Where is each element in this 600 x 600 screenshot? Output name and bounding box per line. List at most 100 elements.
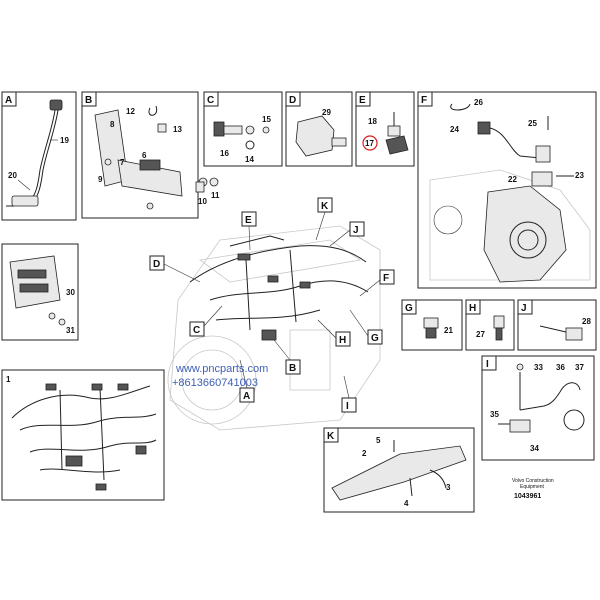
part-label-24: 24 [450,125,459,134]
callout-g[interactable]: G [349,309,383,345]
panel-i-tag: I [486,359,489,370]
callout-i[interactable]: I [341,375,357,413]
panel-k-tag: K [327,431,335,442]
callout-f[interactable]: F [359,269,395,297]
panel-h[interactable]: H 27 [465,299,515,351]
sensor-e-drawing [385,112,409,155]
valve-drawing [295,115,347,157]
part-label-26: 26 [474,98,483,107]
callout-k[interactable]: K [315,197,333,241]
part-label-28: 28 [582,317,591,326]
svg-text:E: E [245,215,252,226]
part-label-14: 14 [245,155,254,164]
panel-c-tag: C [207,95,214,106]
part-label-23: 23 [575,171,584,180]
panel-c[interactable]: C 15 16 14 [203,91,283,167]
part-label-16: 16 [220,149,229,158]
part-label-30: 30 [66,288,75,297]
panel-harness[interactable]: 1 [1,369,165,501]
svg-text:C: C [193,325,200,336]
part-label-12: 12 [126,107,135,116]
callout-b[interactable]: B [273,339,301,375]
bracket-drawing [94,105,219,210]
part-label-29: 29 [322,108,331,117]
svg-text:B: B [289,363,296,374]
panel-f[interactable]: F 26 25 24 22 23 [417,91,597,289]
panel-k[interactable]: K 5 2 4 3 [323,427,475,513]
callout-c[interactable]: C [189,305,223,337]
svg-text:I: I [346,401,349,412]
footer-branding: Volvo Construction Equipment 1043961 [512,478,554,500]
panel-g[interactable]: G 21 [401,299,463,351]
brand-line-1: Volvo Construction [512,478,554,484]
part-label-3: 3 [446,483,451,492]
part-label-6: 6 [142,151,147,160]
switch-g-drawing [423,317,439,339]
part-label-25: 25 [528,119,537,128]
part-label-19: 19 [60,136,69,145]
part-label-20: 20 [8,171,17,180]
panel-ecu[interactable]: 30 31 [1,243,79,341]
part-label-9: 9 [98,175,103,184]
panel-e-tag: E [359,95,366,106]
panel-a-tag: A [5,95,12,106]
panel-d-tag: D [289,95,296,106]
cover-plate-drawing [331,440,467,501]
svg-text:A: A [243,391,250,402]
svg-text:K: K [321,201,329,212]
part-label-5: 5 [376,436,381,445]
panel-b[interactable]: B 12 8 13 6 7 9 10 11 [81,91,220,219]
panel-j-tag: J [521,303,527,314]
callout-e[interactable]: E [241,211,257,251]
watermark-url: www.pncparts.com [175,363,268,375]
part-label-13: 13 [173,125,182,134]
highlight-circle-17 [362,135,378,151]
part-label-10: 10 [198,197,207,206]
part-label-8: 8 [110,120,115,129]
panel-a[interactable]: A 19 20 [1,91,77,221]
svg-text:D: D [153,259,160,270]
brand-line-2: Equipment [520,484,545,490]
ecu-drawing [9,255,66,326]
pressure-sensor-drawing [213,121,270,150]
callout-h[interactable]: H [317,319,351,347]
svg-text:J: J [353,225,359,236]
part-label-17: 17 [365,139,374,148]
pipe-i-drawing [498,363,585,433]
engine-callouts: E K J D F C G H B A I [149,197,395,413]
part-label-21: 21 [444,326,453,335]
engine-illustration [167,225,381,431]
callout-j[interactable]: J [329,221,365,247]
part-label-7: 7 [120,158,125,167]
part-label-27: 27 [476,330,485,339]
part-label-22: 22 [508,175,517,184]
figure-number: 1043961 [514,493,541,500]
callout-d[interactable]: D [149,255,201,283]
watermark-phone: +8613660741003 [172,377,258,389]
panel-d[interactable]: D 29 [285,91,353,167]
svg-text:H: H [339,335,346,346]
callout-a[interactable]: A [239,359,255,403]
part-label-4: 4 [404,499,409,508]
part-label-15: 15 [262,115,271,124]
part-label-36: 36 [556,363,565,372]
part-label-33: 33 [534,363,543,372]
wiring-harness-drawing [11,383,157,491]
part-label-34: 34 [530,444,539,453]
svg-text:F: F [383,273,389,284]
sensor-j-drawing [539,325,583,341]
panel-g-tag: G [405,303,413,314]
panel-f-tag: F [421,95,427,106]
part-label-37: 37 [575,363,584,372]
part-label-11: 11 [211,191,220,200]
sensor-h-drawing [493,315,505,341]
part-label-35: 35 [490,410,499,419]
panel-e[interactable]: E 18 17 [355,91,415,167]
panel-j[interactable]: J 28 [517,299,597,351]
engine-cover-drawing [429,103,591,283]
temperature-sensor-drawing [6,99,63,207]
panel-i[interactable]: I 33 36 37 35 34 [481,355,595,461]
part-label-31: 31 [66,326,75,335]
